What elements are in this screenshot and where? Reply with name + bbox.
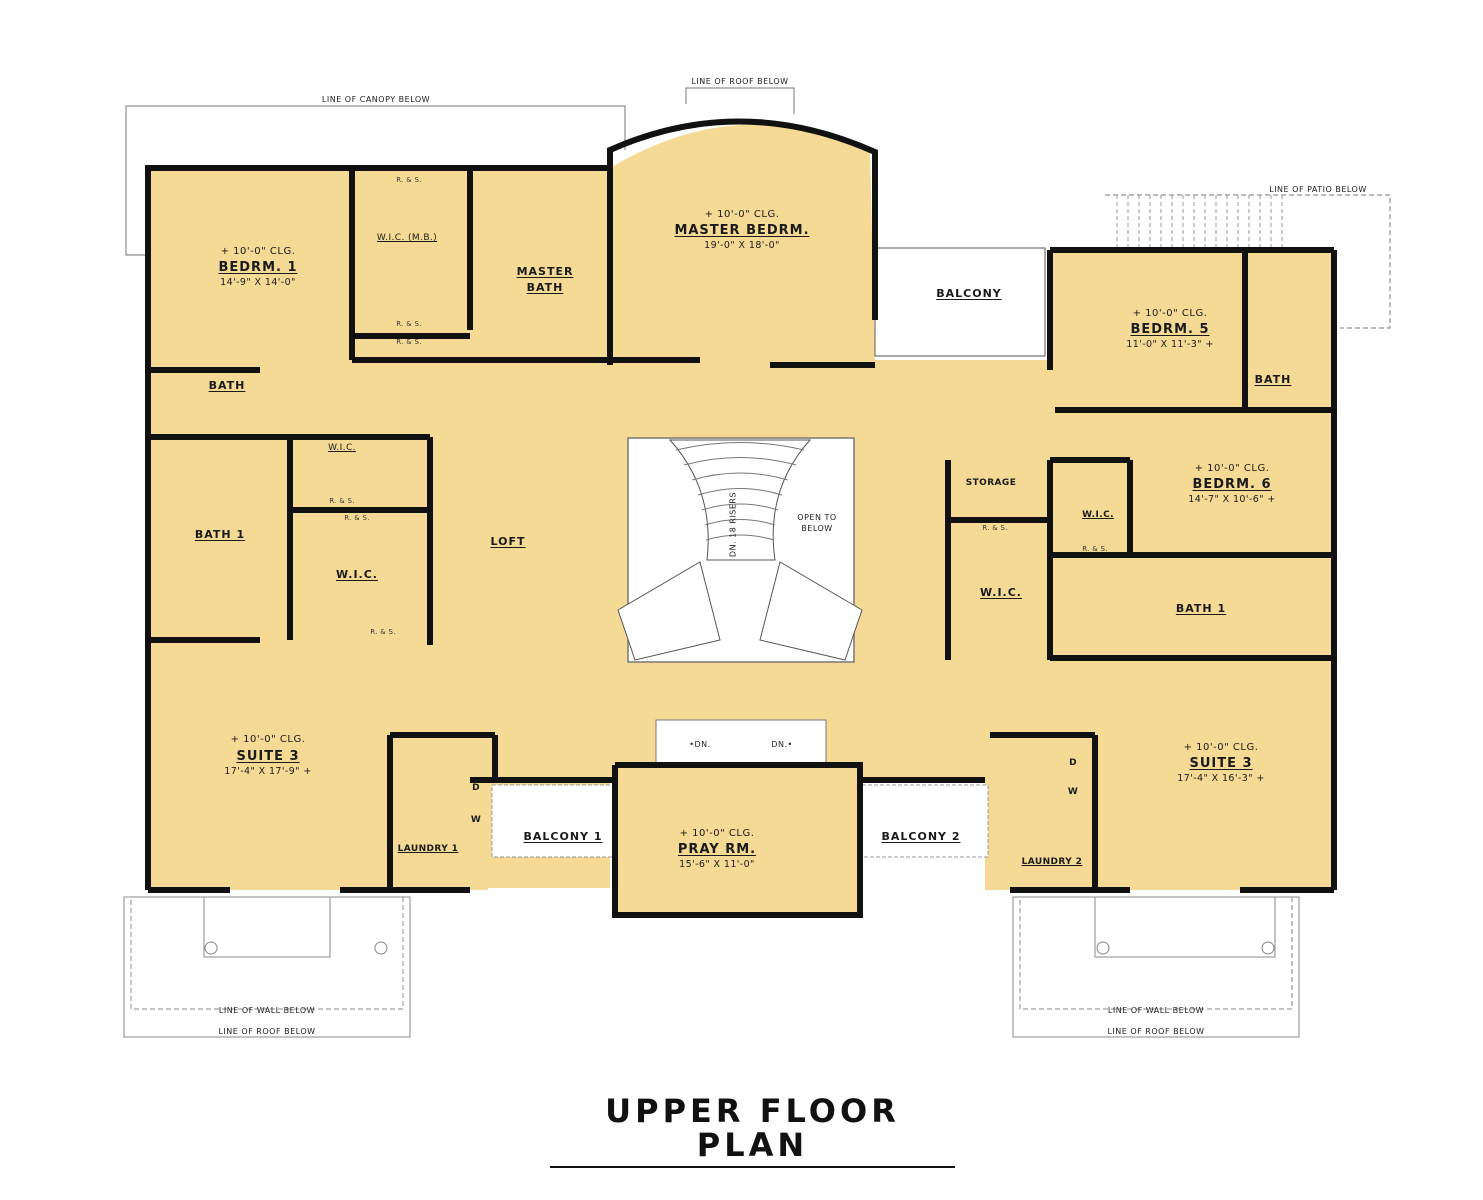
fixture-rs: R. & S. (982, 524, 1008, 532)
balcony-area (874, 247, 1046, 357)
room-dimensions: 17'-4" X 17'-9" + (224, 766, 312, 777)
porch-right-outline (1012, 896, 1300, 1038)
room-name: MASTER BEDRM. (674, 223, 810, 238)
room-name: BEDRM. 6 (1192, 477, 1272, 492)
room-dimensions: 17'-4" X 16'-3" + (1177, 773, 1265, 784)
fixture-washer-left: W (470, 815, 482, 825)
note-roof-below-left: LINE OF ROOF BELOW (218, 1027, 316, 1036)
porch-left-outline (123, 896, 411, 1038)
fixture-rs: R. & S. (396, 176, 422, 184)
fixture-dryer-left: D (472, 783, 480, 793)
room-name: PRAY RM. (677, 842, 757, 857)
fixture-rs: R. & S. (329, 497, 355, 505)
line-of-canopy-below (125, 87, 1391, 329)
ceiling-height: + 10'-0" CLG. (220, 246, 296, 257)
room-balcony: BALCONY (936, 287, 1002, 300)
note-wall-below-left: LINE OF WALL BELOW (218, 1006, 316, 1015)
room-name: SUITE 3 (236, 749, 300, 764)
note-below: BELOW (801, 524, 833, 533)
room-dimensions: 14'-7" X 10'-6" + (1188, 494, 1276, 505)
room-name: BEDRM. 5 (1130, 322, 1210, 337)
ceiling-height: + 10'-0" CLG. (1183, 742, 1259, 753)
room-bath-left: BATH (208, 379, 246, 392)
patio-railing (1116, 195, 1283, 250)
note-stair-risers: DN. 18 RISERS (728, 491, 738, 558)
room-name: SUITE 3 (1189, 756, 1253, 771)
balcony-2-area (861, 784, 989, 858)
room-balcony-2: BALCONY 2 (881, 830, 961, 843)
ceiling-height: + 10'-0" CLG. (704, 209, 780, 220)
note-canopy-below: LINE OF CANOPY BELOW (321, 95, 431, 104)
room-master-bath-line2: BATH (526, 281, 564, 294)
note-roof-below-top: LINE OF ROOF BELOW (691, 77, 789, 86)
ceiling-height: + 10'-0" CLG. (1194, 463, 1270, 474)
room-wic-left: W.I.C. (336, 568, 378, 581)
note-dn-right: DN.• (771, 740, 793, 749)
room-wic-mb: W.I.C. (M.B.) (376, 233, 438, 243)
room-dimensions: 15'-6" X 11'-0" (679, 859, 755, 870)
room-balcony-1: BALCONY 1 (523, 830, 603, 843)
fixture-rs: R. & S. (1082, 545, 1108, 553)
room-wic-left-small: W.I.C. (328, 443, 356, 453)
room-laundry-2: LAUNDRY 2 (1021, 857, 1083, 867)
fixture-rs: R. & S. (344, 514, 370, 522)
fixture-dryer-right: D (1069, 758, 1077, 768)
room-dimensions: 19'-0" X 18'-0" (704, 240, 780, 251)
room-bath-1-right: BATH 1 (1175, 602, 1227, 615)
room-wic-right-small: W.I.C. (1082, 510, 1114, 520)
room-dimensions: 14'-9" X 14'-0" (220, 277, 296, 288)
plan-title: UPPER FLOOR PLAN (550, 1094, 955, 1168)
note-patio-below: LINE OF PATIO BELOW (1269, 185, 1367, 194)
room-bath-1-left: BATH 1 (194, 528, 246, 541)
note-dn-left: •DN. (689, 740, 711, 749)
walls (145, 118, 1337, 918)
central-stair-opening (617, 437, 863, 663)
room-storage: STORAGE (965, 478, 1017, 488)
note-roof-below-right: LINE OF ROOF BELOW (1107, 1027, 1205, 1036)
fixture-rs: R. & S. (396, 320, 422, 328)
note-open-to: OPEN TO (797, 513, 837, 522)
fixture-rs: R. & S. (370, 628, 396, 636)
room-dimensions: 11'-0" X 11'-3" + (1126, 339, 1214, 350)
room-loft: LOFT (490, 535, 526, 548)
room-bath-right: BATH (1254, 373, 1292, 386)
balcony-1-area (491, 784, 616, 858)
note-wall-below-right: LINE OF WALL BELOW (1107, 1006, 1205, 1015)
lower-stair (655, 719, 827, 766)
ceiling-height: + 10'-0" CLG. (1132, 308, 1208, 319)
ceiling-height: + 10'-0" CLG. (679, 828, 755, 839)
room-master-bath-line1: MASTER (516, 265, 574, 278)
room-laundry-1: LAUNDRY 1 (397, 844, 459, 854)
ceiling-height: + 10'-0" CLG. (230, 734, 306, 745)
fixture-washer-right: W (1067, 787, 1079, 797)
room-name: BEDRM. 1 (218, 260, 298, 275)
room-wic-right: W.I.C. (980, 586, 1022, 599)
fixture-rs: R. & S. (396, 338, 422, 346)
